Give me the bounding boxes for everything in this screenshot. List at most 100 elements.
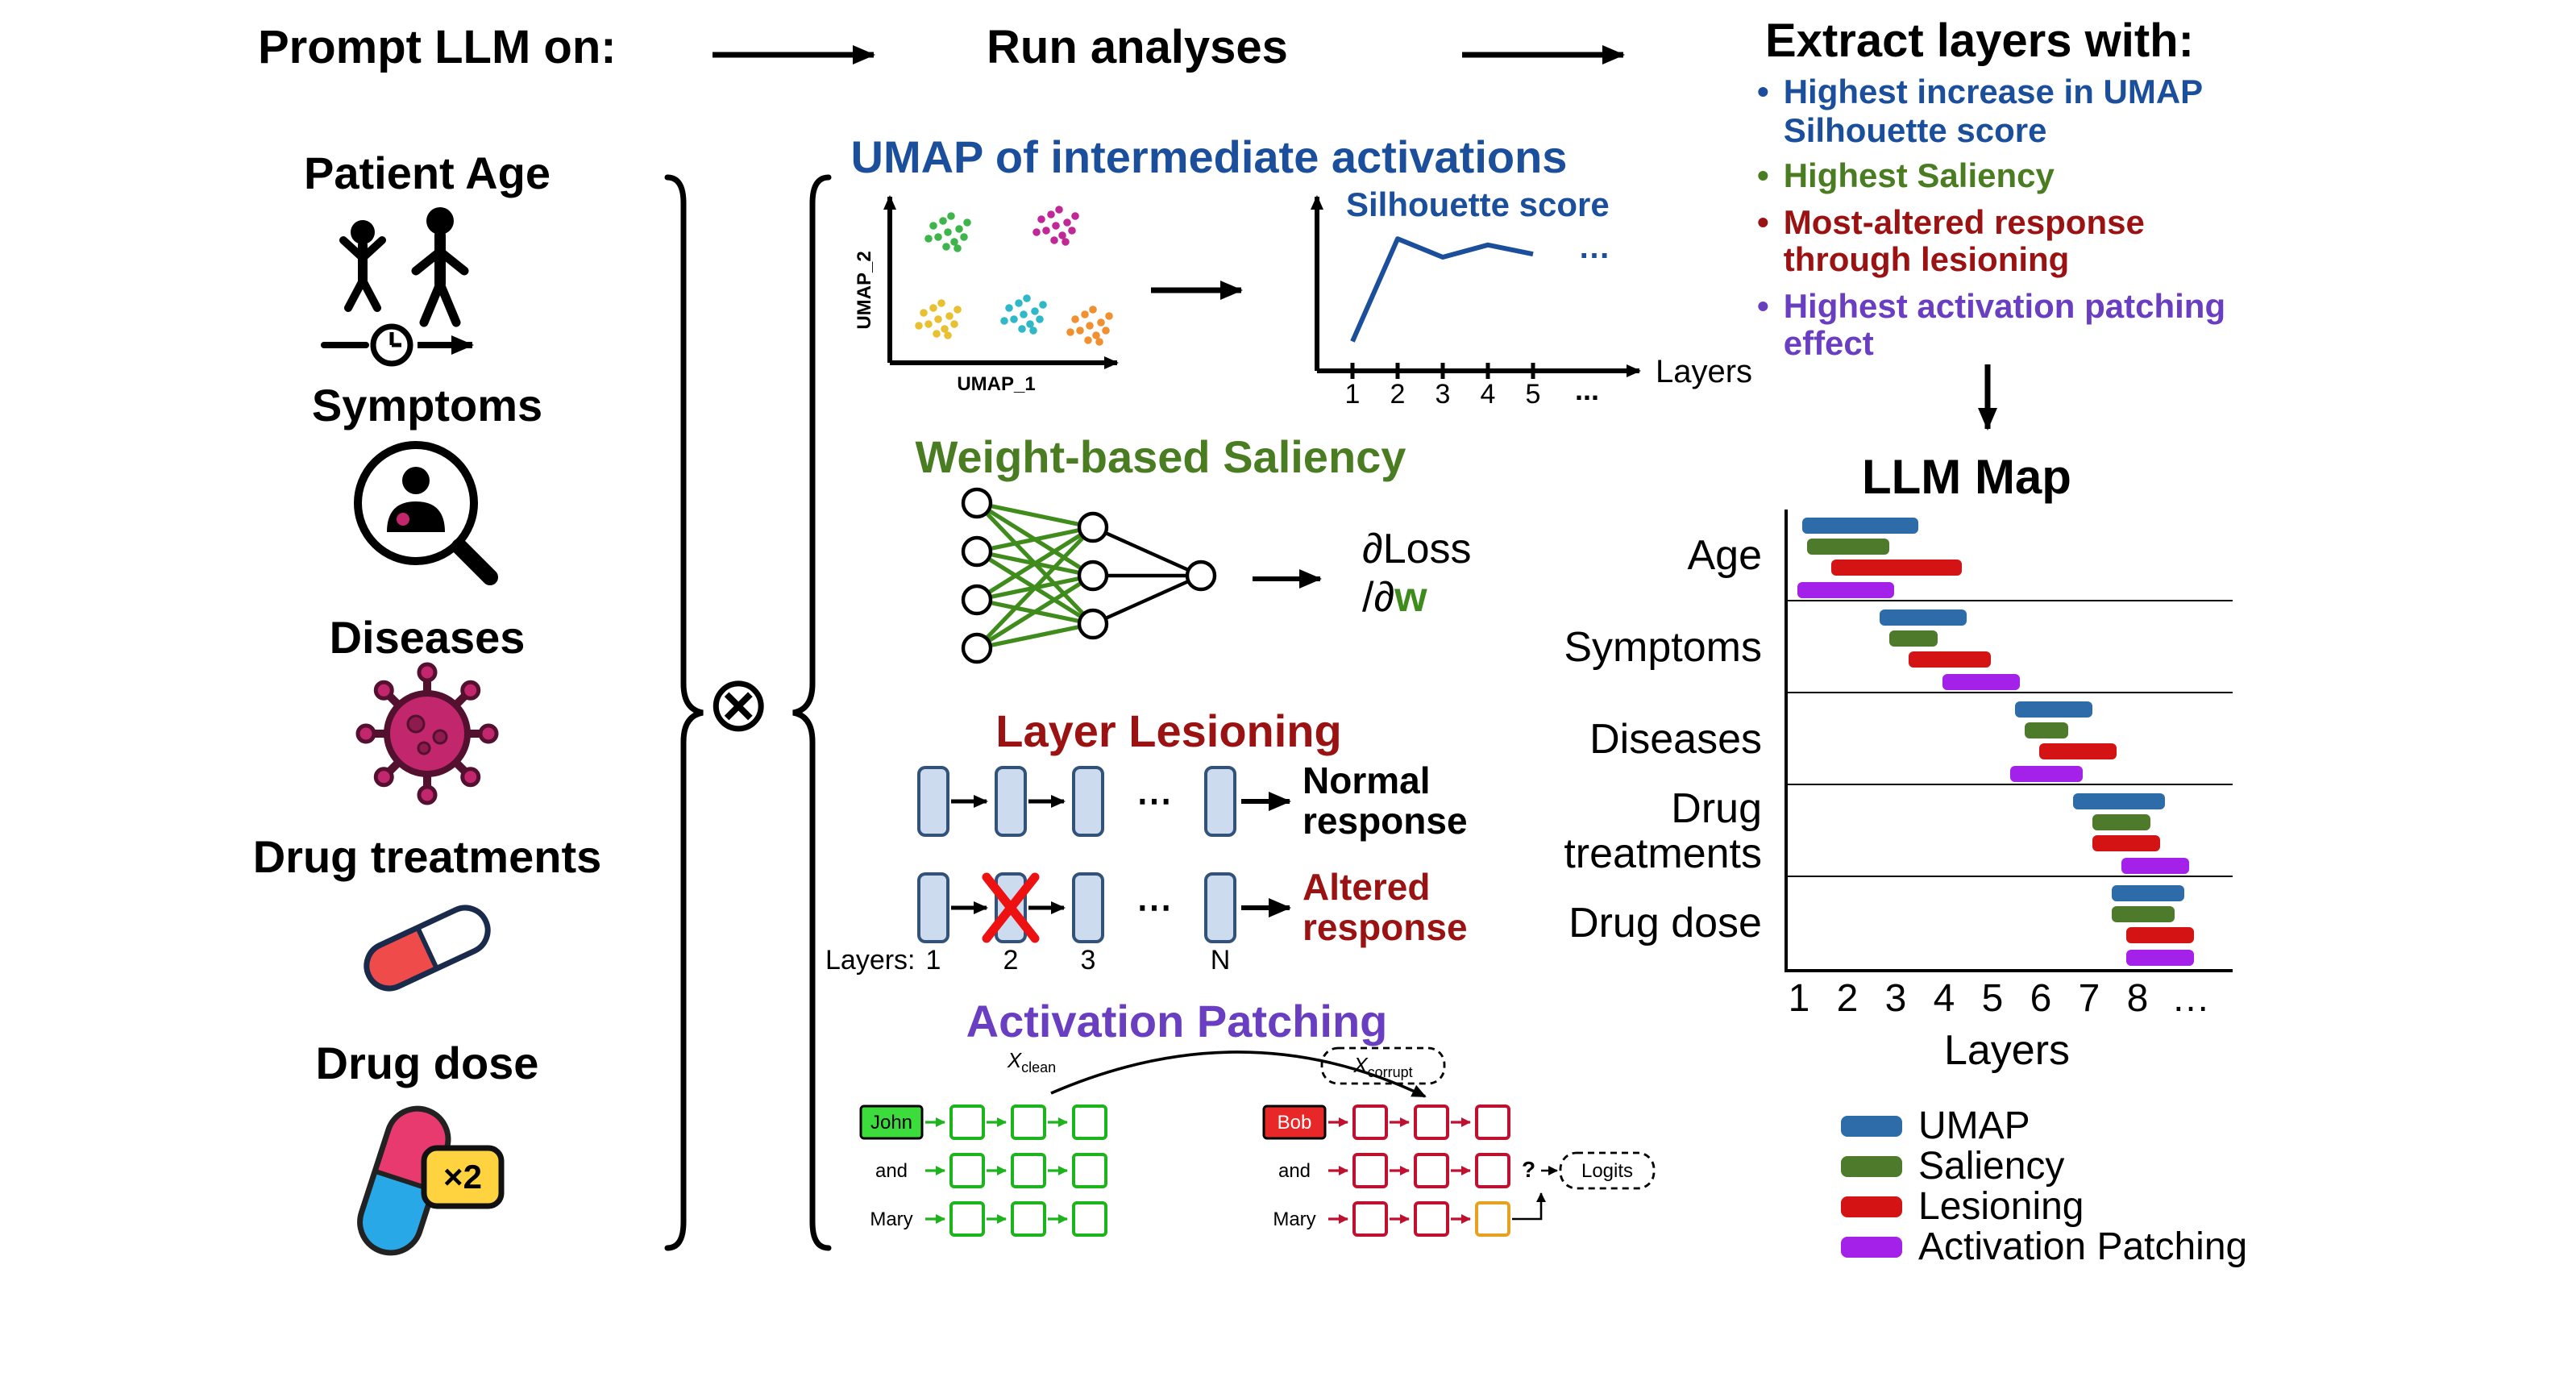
- map-bar-activation-patching: [2121, 857, 2189, 874]
- map-bar-saliency: [2112, 906, 2175, 923]
- legend-item-saliency: Saliency: [1841, 1144, 2247, 1188]
- map-x-tick: 1: [1788, 977, 1810, 1021]
- map-x-tick: 7: [2078, 977, 2100, 1021]
- prompt-item-symptoms: Symptoms: [311, 381, 543, 431]
- umap-x-axis-label: UMAP_1: [957, 373, 1035, 395]
- lesion-x-icon: [982, 872, 1040, 943]
- prompt-item-diseases: Diseases: [329, 613, 526, 663]
- token-john: John: [859, 1105, 924, 1140]
- saliency-section-title: Weight-based Saliency: [915, 432, 1406, 482]
- legend-swatch-activation-patching: [1841, 1237, 1902, 1258]
- map-bar-saliency: [2092, 814, 2150, 831]
- map-bar-saliency: [2025, 722, 2068, 739]
- open-brace-icon: [792, 174, 832, 1251]
- silhouette-plot: Silhouette score 1 2 3 4 5 ... Layers …: [1311, 185, 1752, 410]
- map-bar-saliency: [1889, 630, 1938, 647]
- map-bar-umap: [2015, 701, 2092, 718]
- map-x-tick: 5: [1981, 977, 2004, 1021]
- criterion-umap: •Highest increase in UMAP Silhouette sco…: [1757, 74, 2265, 150]
- svg-text:John: John: [870, 1112, 912, 1134]
- drug-dose-icon: ×2: [357, 1105, 505, 1256]
- map-x-tick: 2: [1836, 977, 1859, 1021]
- lesioning-tick: 2: [1003, 945, 1019, 976]
- silhouette-line-ellipsis: …: [1578, 230, 1610, 265]
- silhouette-tick-label: 1: [1345, 379, 1361, 410]
- map-category-drug-treatments: Drug treatments: [1564, 784, 1762, 876]
- silhouette-tick-label: 5: [1526, 379, 1541, 410]
- criterion-patching: •Highest activation patching effect: [1757, 288, 2265, 364]
- map-bar-activation-patching: [2010, 765, 2083, 782]
- group-separator: [1788, 691, 2233, 694]
- braces-icon: [664, 174, 832, 1251]
- legend-swatch-saliency: [1841, 1156, 1902, 1177]
- lesioning-diagram: ⋯ ⋯ Layers: 1 2 3 N: [825, 766, 1291, 976]
- map-x-axis-label: Layers: [1943, 1025, 2071, 1074]
- saliency-formula: ∂Loss /∂w: [1362, 524, 1472, 622]
- prompt-item-drug-dose: Drug dose: [315, 1038, 539, 1088]
- legend-item-activation-patching: Activation Patching: [1841, 1225, 2247, 1268]
- lesioning-layers-label: Layers:: [825, 945, 916, 976]
- altered-response-label: Altered response: [1303, 866, 1468, 948]
- logits-box: Logits: [1559, 1151, 1656, 1190]
- lesioning-tick-n: N: [1211, 945, 1231, 976]
- formula-numerator: ∂Loss: [1362, 524, 1472, 572]
- map-x-tick: …: [2171, 977, 2210, 1021]
- x-corrupt-sub: corrupt: [1368, 1064, 1413, 1080]
- saliency-network-diagram: [961, 487, 1217, 664]
- token-mary-corrupt: Mary: [1273, 1209, 1315, 1230]
- map-bar-lesioning: [2126, 927, 2194, 944]
- pill-icon: [364, 905, 491, 992]
- lesioning-section-title: Layer Lesioning: [995, 706, 1342, 756]
- llm-map-plot: [1785, 510, 2233, 972]
- silhouette-x-axis-label: Layers: [1656, 354, 1752, 389]
- map-x-tick: 6: [2030, 977, 2052, 1021]
- token-bob: Bob: [1262, 1105, 1327, 1140]
- criterion-text: Highest activation patching effect: [1783, 288, 2226, 364]
- patching-diagram: Xclean John and Mary Xcorrupt Bob and Ma…: [859, 1046, 1656, 1237]
- criterion-text: Highest Saliency: [1783, 158, 2055, 196]
- llm-map-chart: Age Symptoms Diseases Drug treatments Dr…: [1539, 510, 2233, 1074]
- question-mark-label: ?: [1522, 1157, 1535, 1182]
- silhouette-tick-label: 4: [1481, 379, 1496, 410]
- criterion-text: Highest increase in UMAP Silhouette scor…: [1783, 74, 2203, 150]
- map-x-tick: 4: [1933, 977, 1955, 1021]
- lesioning-ellipsis: ⋯: [1136, 888, 1172, 927]
- step-label-prompt: Prompt LLM on:: [258, 23, 617, 74]
- virus-icon: [355, 662, 499, 805]
- llm-map-title: LLM Map: [1862, 451, 2071, 505]
- lesioning-ellipsis: ⋯: [1136, 781, 1172, 821]
- bullet-icon: •: [1757, 204, 1769, 242]
- time-arrow-clock-icon: [321, 323, 474, 367]
- formula-del: /∂: [1362, 572, 1395, 621]
- dose-badge: ×2: [421, 1145, 505, 1209]
- group-separator: [1788, 875, 2233, 878]
- map-bar-umap: [1880, 609, 1967, 626]
- map-bar-lesioning: [1909, 651, 1991, 668]
- map-bar-umap: [2112, 885, 2184, 901]
- svg-text:Logits: Logits: [1581, 1160, 1633, 1182]
- silhouette-title: Silhouette score: [1346, 185, 1610, 223]
- step-label-extract: Extract layers with:: [1765, 16, 2194, 68]
- saliency-network: [961, 487, 1217, 664]
- header-arrow-1-icon: [713, 45, 875, 64]
- formula-denominator: /∂w: [1362, 572, 1472, 622]
- saliency-arrow-icon: [1253, 569, 1322, 589]
- legend-swatch-lesioning: [1841, 1196, 1902, 1217]
- map-bar-activation-patching: [2126, 949, 2194, 966]
- criterion-text: Most-altered response through lesioning: [1783, 204, 2145, 280]
- token-and-clean: and: [875, 1160, 908, 1182]
- umap-section-title: UMAP of intermediate activations: [850, 132, 1568, 182]
- x-clean-label: Xclean: [1007, 1048, 1056, 1075]
- map-category-drug-dose: Drug dose: [1568, 897, 1762, 946]
- extract-criteria-list: • Highest increase in UMAP Silhouette sco…: [1757, 74, 2265, 372]
- map-bar-umap: [1802, 518, 1918, 534]
- step-label-analyses: Run analyses: [987, 23, 1288, 74]
- map-bar-saliency: [1807, 539, 1889, 555]
- map-category-diseases: Diseases: [1589, 713, 1762, 763]
- x-clean-base: X: [1007, 1048, 1023, 1072]
- map-bar-activation-patching: [1942, 673, 2020, 690]
- symptoms-icon: [354, 441, 498, 585]
- umap-arrow-icon: [1151, 281, 1243, 300]
